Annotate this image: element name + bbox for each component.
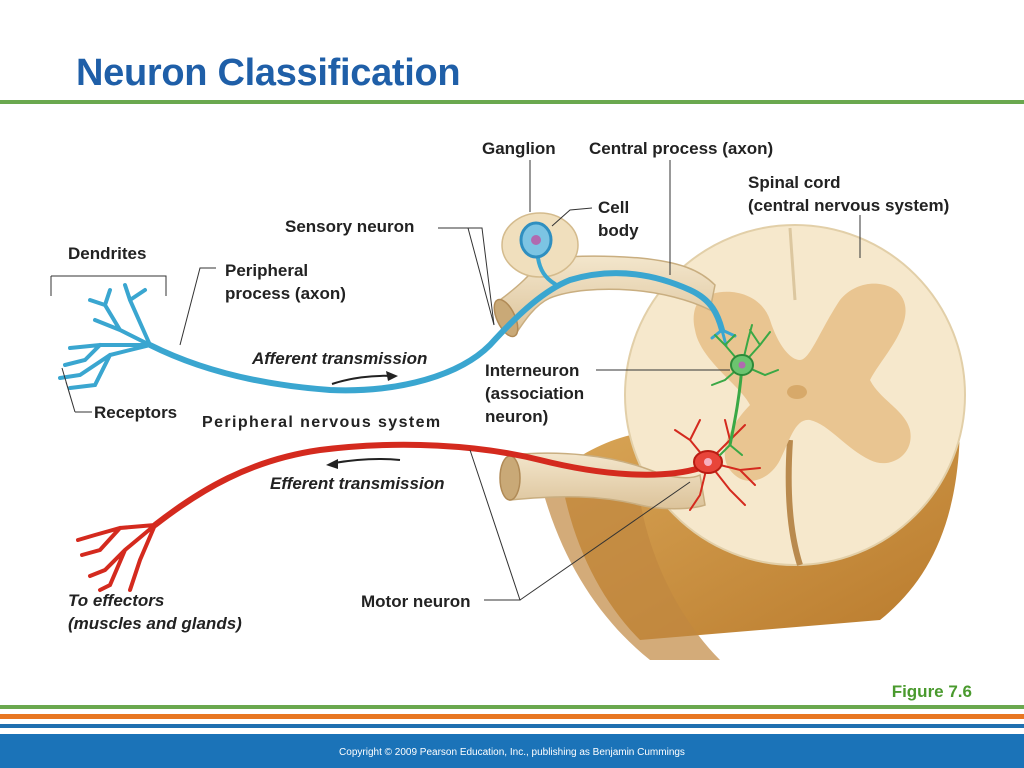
footer-bar bbox=[0, 734, 1024, 768]
motor-terminals bbox=[76, 523, 157, 592]
footer-stripe-blue bbox=[0, 724, 1024, 728]
footer-stripe-green bbox=[0, 705, 1024, 709]
figure-number: Figure 7.6 bbox=[891, 682, 972, 701]
motor-nucleus bbox=[704, 458, 712, 466]
gray-matter bbox=[693, 283, 911, 481]
receptors-label: Receptors bbox=[94, 403, 178, 422]
sensory-axon-terminal bbox=[710, 328, 737, 347]
efferent-transmission-label: Efferent transmission bbox=[270, 474, 445, 493]
spinal-cord-label-line1: Spinal cord bbox=[748, 173, 841, 192]
title-rule bbox=[0, 100, 1024, 104]
to-effectors-label-line2: (muscles and glands) bbox=[68, 614, 242, 633]
sensory-neuron-label: Sensory neuron bbox=[285, 217, 415, 236]
sensory-dendrites bbox=[58, 283, 152, 390]
spinal-cord-label-line2: (central nervous system) bbox=[748, 196, 950, 215]
interneuron-label-line2: (association bbox=[485, 384, 585, 403]
sensory-nucleus bbox=[531, 235, 541, 245]
slide-title: Neuron Classification bbox=[76, 52, 461, 94]
sensory-cell-stalk bbox=[536, 256, 557, 286]
posterior-median-sulcus bbox=[788, 227, 797, 301]
afferent-transmission-label: Afferent transmission bbox=[252, 349, 428, 368]
cell-body-label-line1: Cell bbox=[598, 198, 630, 217]
neuron-diagram bbox=[50, 160, 966, 660]
interneuron-label-line1: Interneuron bbox=[485, 361, 580, 380]
cell-body-label-line2: body bbox=[598, 221, 639, 240]
sensory-peripheral-axon bbox=[147, 270, 725, 394]
ganglion-label: Ganglion bbox=[482, 139, 556, 158]
dorsal-root-end bbox=[493, 298, 519, 338]
anterior-median-fissure bbox=[785, 439, 803, 566]
peripheral-process-label-line1: Peripheral bbox=[225, 261, 309, 280]
peripheral-nervous-system-label: Peripheral nervous system bbox=[202, 414, 442, 431]
ventral-root-end bbox=[499, 455, 521, 501]
interneuron-nucleus bbox=[738, 361, 746, 369]
copyright-text: Copyright © 2009 Pearson Education, Inc.… bbox=[339, 747, 685, 758]
afferent-arrow bbox=[331, 371, 398, 385]
spinal-cord-column-shadow bbox=[540, 480, 720, 660]
dendrites-label: Dendrites bbox=[68, 244, 147, 263]
leader-lines bbox=[50, 160, 861, 601]
central-process-label: Central process (axon) bbox=[589, 139, 774, 158]
sensory-neuron bbox=[58, 256, 737, 394]
motor-axon bbox=[152, 441, 703, 528]
footer-stripe-orange bbox=[0, 714, 1024, 719]
to-effectors-label-line1: To effectors bbox=[68, 591, 165, 610]
efferent-arrow bbox=[326, 458, 401, 469]
peripheral-process-label-line2: process (axon) bbox=[225, 284, 346, 303]
interneuron-dendrites bbox=[711, 324, 779, 456]
motor-neuron-label: Motor neuron bbox=[361, 592, 471, 611]
interneuron-label-line3: neuron) bbox=[485, 407, 549, 426]
central-canal bbox=[787, 385, 807, 399]
